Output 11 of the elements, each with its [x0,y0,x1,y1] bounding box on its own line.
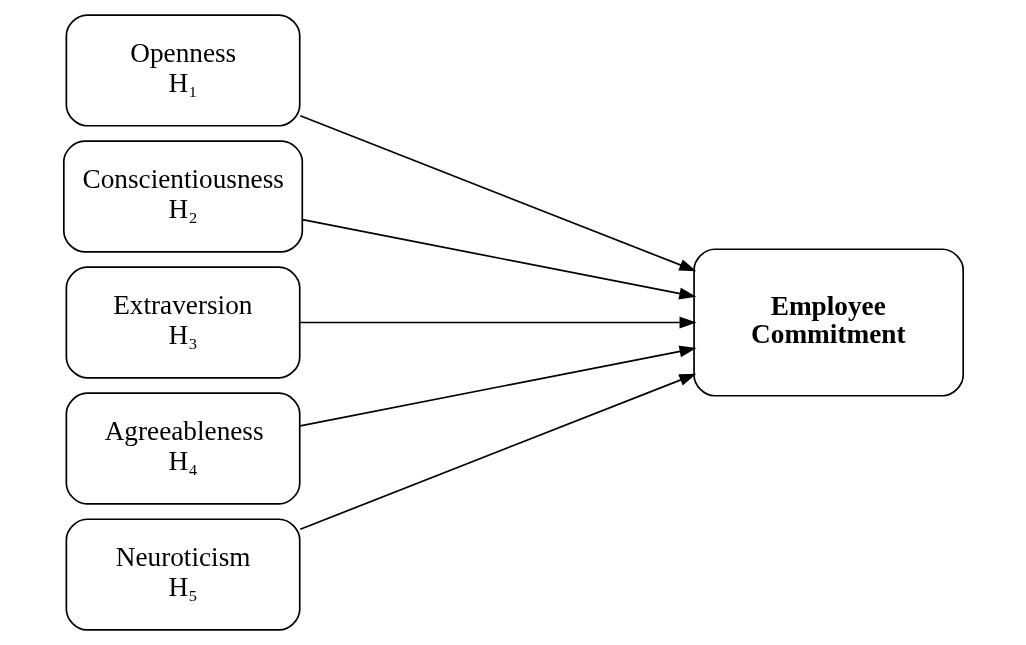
node-box: Conscientiousness H₂ [62,140,303,253]
node-box: Neuroticism H₅ [65,518,301,631]
arrow [298,373,696,531]
node-box: Openness H₁ [65,14,301,127]
node-box: Extraversion H₃ [65,266,301,379]
node-box: Agreeableness H₄ [65,392,301,505]
arrow [298,316,697,329]
arrow [298,345,697,427]
arrow [298,114,696,272]
arrow [301,218,696,300]
node-box: Employee Commitment [692,248,964,397]
